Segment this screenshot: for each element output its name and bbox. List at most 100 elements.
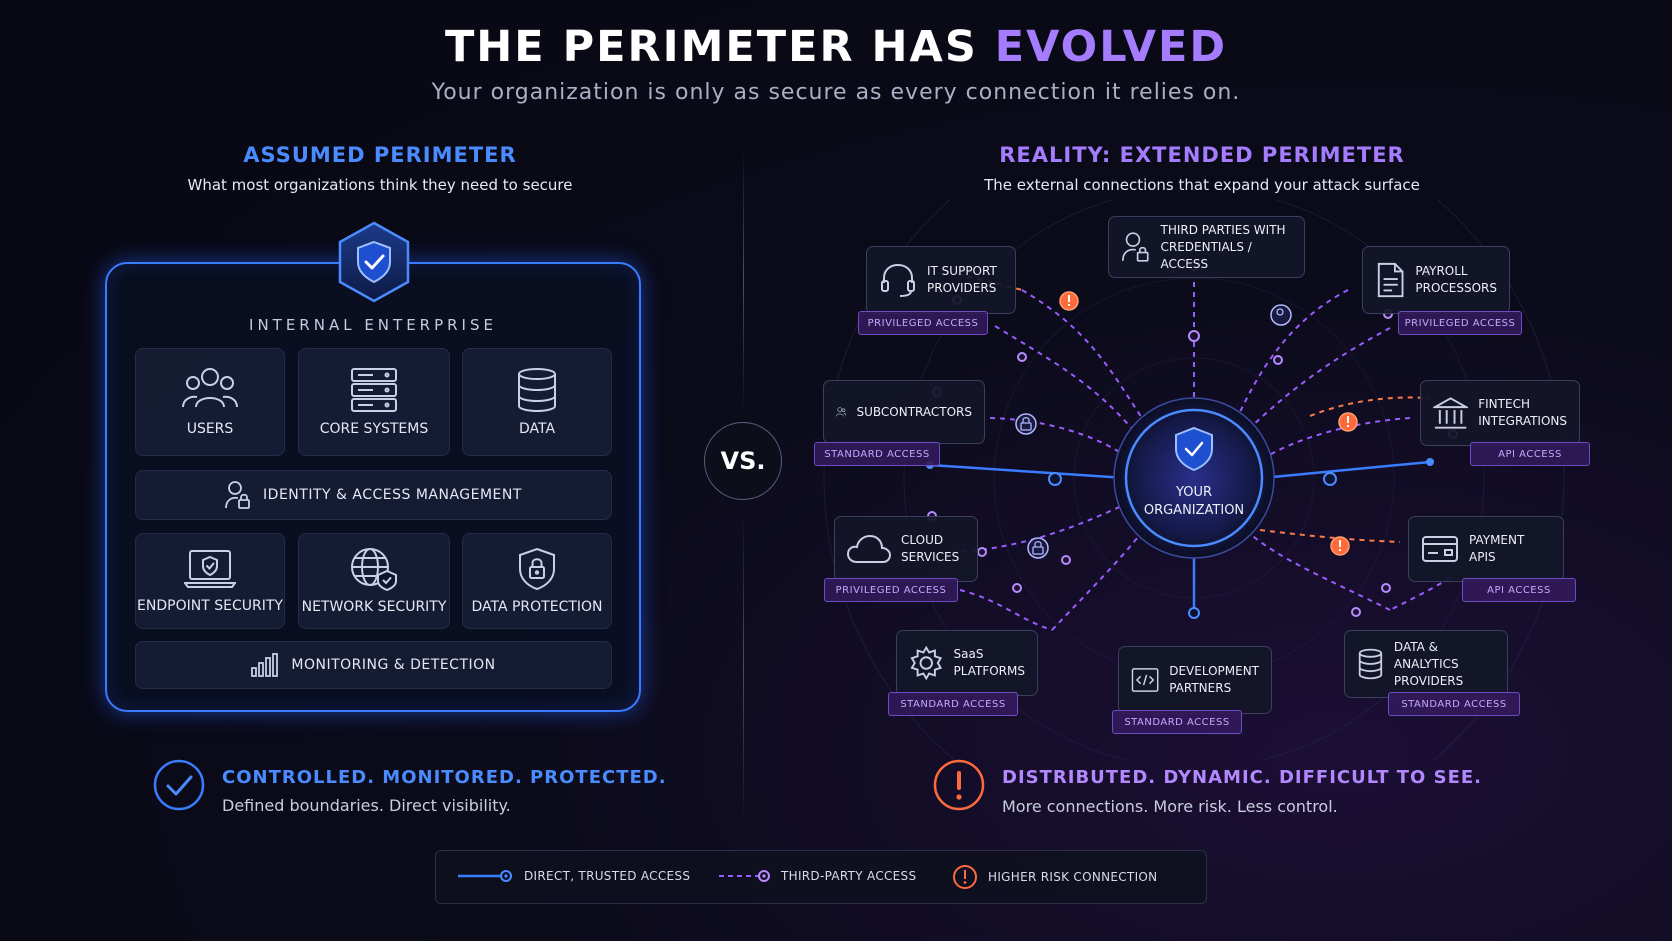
left-section-title: ASSUMED PERIMETER [243, 143, 517, 167]
tile-label: DATA [518, 421, 556, 437]
extended-perimeter-network [823, 200, 1565, 760]
document-icon [1377, 262, 1404, 298]
user-lock-icon [225, 481, 250, 509]
users-icon [182, 368, 238, 408]
check-circle-icon [153, 759, 205, 811]
vs-badge: VS. [704, 422, 782, 500]
tile-label: ENDPOINT SECURITY [137, 598, 283, 614]
link-subcontractors [989, 417, 1131, 461]
title-main: THE PERIMETER HAS [444, 22, 978, 72]
warning-circle-icon [953, 865, 977, 889]
bar-monitoring-detection: MONITORING & DETECTION [135, 641, 612, 689]
users-icon [836, 407, 847, 417]
database-icon [1358, 648, 1383, 680]
legend-third-party-access: THIRD-PARTY ACCESS [719, 869, 916, 883]
badge-standard-access: STANDARD ACCESS [1112, 710, 1242, 734]
badge-api-access: API ACCESS [1462, 578, 1576, 602]
server-icon [351, 368, 397, 412]
left-footer-title: CONTROLLED. MONITORED. PROTECTED. [222, 767, 667, 788]
tile-label: DATA PROTECTION [471, 599, 603, 615]
headset-icon [881, 263, 915, 297]
org-label-line2: ORGANIZATION [1143, 503, 1245, 518]
node-line1: FINTECH [1478, 397, 1530, 411]
node-development-partners: DEVELOPMENT PARTNERS [1118, 646, 1272, 714]
code-icon [1131, 668, 1159, 692]
legend-direct-access: DIRECT, TRUSTED ACCESS [458, 869, 690, 883]
node-it-support-providers: IT SUPPORT PROVIDERS [866, 246, 1016, 314]
lock-shield-icon [519, 547, 555, 591]
node-line2: PARTNERS [1169, 681, 1232, 695]
legend-direct-label: DIRECT, TRUSTED ACCESS [524, 869, 691, 883]
badge-standard-access: STANDARD ACCESS [814, 442, 940, 466]
node-line1: IT SUPPORT [927, 264, 997, 278]
tile-label: USERS [186, 421, 234, 437]
node-line2: PLATFORMS [953, 664, 1025, 678]
link-saas [1051, 531, 1143, 631]
tile-data: DATA [462, 348, 612, 456]
badge-api-access: API ACCESS [1470, 442, 1590, 466]
badge-privileged-access: PRIVILEGED ACCESS [1398, 311, 1522, 335]
tile-label: NETWORK SECURITY [301, 599, 447, 615]
badge-standard-access: STANDARD ACCESS [1388, 692, 1520, 716]
node-line1: DEVELOPMENT [1169, 664, 1259, 678]
legend-third-party-label: THIRD-PARTY ACCESS [781, 869, 917, 883]
credit-card-icon [1422, 536, 1458, 562]
node-line1: THIRD PARTIES WITH [1160, 222, 1286, 237]
title-accent: EVOLVED [994, 22, 1228, 72]
lock-marker-icon [1027, 537, 1049, 559]
risk-marker-icon [1330, 536, 1350, 556]
badge-standard-access: STANDARD ACCESS [888, 692, 1018, 716]
node-line1: SUBCONTRACTORS [856, 404, 972, 419]
node-cloud-services: CLOUD SERVICES [834, 516, 978, 582]
node-line2: SERVICES [901, 550, 960, 564]
user-lock-icon [1122, 232, 1149, 262]
node-fintech-integrations: FINTECH INTEGRATIONS [1420, 380, 1580, 446]
laptop-shield-icon [184, 550, 236, 588]
tile-endpoint-security: ENDPOINT SECURITY [135, 533, 285, 629]
node-line2: INTEGRATIONS [1478, 414, 1567, 428]
legend: DIRECT, TRUSTED ACCESS THIRD-PARTY ACCES… [435, 850, 1207, 904]
tile-label: CORE SYSTEMS [319, 421, 429, 437]
link-data-analytics [1247, 531, 1391, 611]
tile-users: USERS [135, 348, 285, 456]
link-payroll [1239, 289, 1349, 413]
gear-icon [910, 645, 943, 681]
right-section-title: REALITY: EXTENDED PERIMETER [999, 143, 1405, 167]
warning-circle-icon [933, 759, 985, 811]
direct-line-icon [458, 870, 512, 882]
globe-shield-icon [351, 548, 397, 591]
dashed-line-icon [719, 870, 770, 882]
node-line1: DATA & ANALYTICS [1393, 639, 1459, 671]
node-third-parties-credentials: THIRD PARTIES WITH CREDENTIALS / ACCESS [1108, 216, 1305, 278]
node-line1: PAYMENT [1469, 533, 1525, 547]
user-lock-marker-icon [1270, 304, 1292, 326]
node-line2: PROCESSORS [1415, 281, 1497, 295]
right-footer-title: DISTRIBUTED. DYNAMIC. DIFFICULT TO SEE. [1002, 767, 1483, 788]
page-subtitle: Your organization is only as secure as e… [431, 80, 1241, 105]
node-line1: CLOUD [901, 533, 944, 547]
left-footer-subtitle: Defined boundaries. Direct visibility. [222, 796, 511, 815]
badge-privileged-access: PRIVILEGED ACCESS [858, 311, 988, 335]
shield-check-icon [338, 221, 410, 303]
database-icon [518, 368, 556, 413]
legend-risk-label: HIGHER RISK CONNECTION [988, 870, 1158, 884]
bar-label: MONITORING & DETECTION [291, 657, 496, 673]
legend-higher-risk: HIGHER RISK CONNECTION [952, 864, 1157, 890]
page-title: THE PERIMETER HAS EVOLVED [0, 22, 1672, 72]
tile-core-systems: CORE SYSTEMS [298, 348, 450, 456]
divider-bottom [743, 510, 744, 825]
badge-privileged-access: PRIVILEGED ACCESS [824, 578, 958, 602]
right-section-subtitle: The external connections that expand you… [984, 176, 1420, 194]
cloud-icon [847, 534, 891, 563]
lock-marker-icon [1015, 413, 1037, 435]
risk-marker-icon [1059, 291, 1079, 311]
tile-network-security: NETWORK SECURITY [298, 533, 450, 629]
left-section-subtitle: What most organizations think they need … [187, 176, 573, 194]
node-line2: PROVIDERS [1393, 673, 1464, 688]
node-line2: PROVIDERS [927, 281, 997, 295]
node-line2: CREDENTIALS / ACCESS [1160, 239, 1252, 271]
bar-label: IDENTITY & ACCESS MANAGEMENT [263, 487, 522, 503]
org-label-line1: YOUR [1175, 485, 1212, 500]
bar-identity-access-management: IDENTITY & ACCESS MANAGEMENT [135, 470, 612, 520]
